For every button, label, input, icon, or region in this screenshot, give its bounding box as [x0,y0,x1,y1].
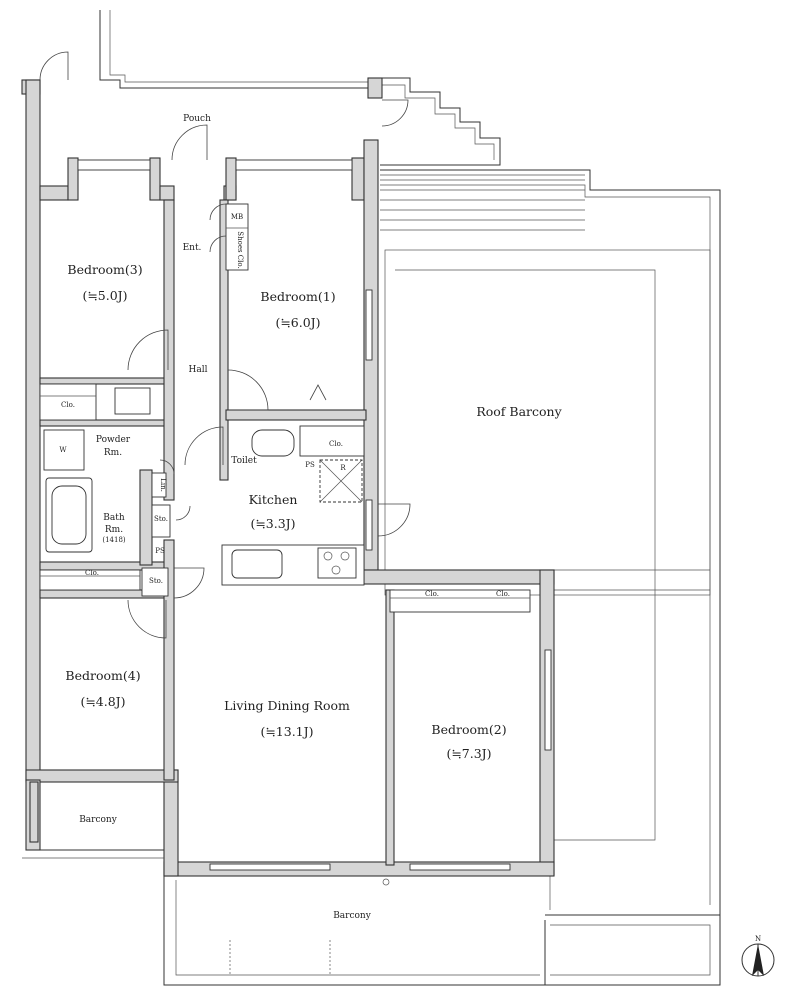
label-bath-room-1: Bath [103,513,125,523]
label-bedroom1: Bedroom(1) [260,289,335,304]
label-washer: W [59,446,67,454]
label-closet-bedroom1: Clo. [329,440,343,448]
label-powder-room-2: Rm. [104,448,122,458]
label-refrigerator: R [340,464,346,472]
label-bedroom1-size: (≒6.0J) [275,315,320,330]
label-closet-bedroom3: Clo. [61,401,75,409]
label-powder-room-1: Powder [96,435,131,445]
label-closet-bedroom4: Clo. [85,569,99,577]
label-bedroom2: Bedroom(2) [431,722,506,737]
doors [127,329,411,639]
label-bath-size: (1418) [102,536,126,544]
label-living-size: (≒13.1J) [260,724,313,739]
room-labels: Pouch Ent. MB Shoes Clo. Bedroom(3) (≒5.… [59,114,562,921]
label-entrance: Ent. [183,243,202,253]
compass: N [741,935,775,977]
compass-north-label: N [755,935,761,943]
label-hall: Hall [189,365,208,375]
label-bath-room-2: Rm. [105,525,123,535]
label-closet-bedroom2-a: Clo. [425,590,439,598]
label-bedroom4: Bedroom(4) [65,668,140,683]
label-living: Living Dining Room [224,698,350,713]
label-closet-bedroom2-b: Clo. [496,590,510,598]
label-mb: MB [231,213,243,221]
label-shoes-closet: Shoes Clo. [236,231,244,268]
label-barcony-left: Barcony [79,815,118,825]
fixtures [39,203,531,975]
label-bedroom4-size: (≒4.8J) [80,694,125,709]
label-storage-hall: Sto. [149,577,163,585]
pouch-area [21,10,409,161]
label-roof-barcony: Roof Barcony [476,404,562,419]
interior-walls [39,199,395,866]
barcony-left-area [22,781,164,859]
label-kitchen: Kitchen [249,492,298,507]
label-barcony-bottom: Barcony [333,911,372,921]
label-bedroom3-size: (≒5.0J) [82,288,127,303]
label-storage-bath: Sto. [154,515,168,523]
label-toilet: Toilet [231,456,257,466]
label-linen: Lin. [159,478,167,492]
exterior-walls [25,79,555,877]
label-bedroom3: Bedroom(3) [67,262,142,277]
label-kitchen-size: (≒3.3J) [250,516,295,531]
label-bedroom2-size: (≒7.3J) [446,746,491,761]
label-pouch: Pouch [183,114,211,124]
label-ps-toilet: PS [305,461,315,469]
barcony-bottom-area [163,876,721,986]
label-ps-bath: PS [155,547,165,555]
deck-lines [380,174,585,231]
